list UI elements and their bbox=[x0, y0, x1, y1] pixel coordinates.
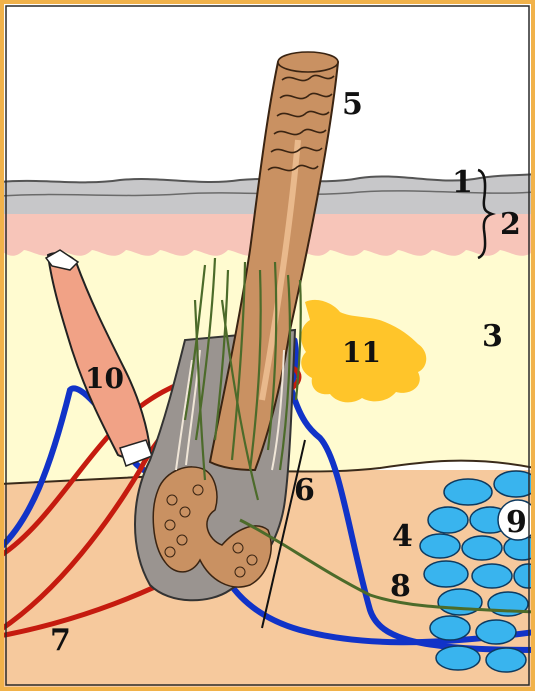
label-6: 6 bbox=[294, 473, 315, 508]
label-5: 5 bbox=[342, 87, 363, 122]
label-10: 10 bbox=[85, 362, 124, 395]
fat-cell bbox=[462, 536, 502, 560]
hair-tip-cross-section bbox=[278, 52, 338, 72]
label-11: 11 bbox=[342, 336, 381, 369]
fat-cell bbox=[438, 589, 482, 615]
fat-cell bbox=[424, 561, 468, 587]
label-9: 9 bbox=[506, 505, 527, 540]
fat-cell bbox=[420, 534, 460, 558]
fat-cell bbox=[486, 648, 526, 672]
label-4: 4 bbox=[392, 519, 413, 554]
fat-cell bbox=[428, 507, 468, 533]
fat-cell bbox=[436, 646, 480, 670]
fat-cell bbox=[430, 616, 470, 640]
label-7: 7 bbox=[50, 623, 71, 658]
label-2: 2 bbox=[500, 207, 521, 242]
label-8: 8 bbox=[390, 569, 411, 604]
label-3: 3 bbox=[482, 319, 503, 354]
fat-cell bbox=[444, 479, 492, 505]
fat-cell bbox=[476, 620, 516, 644]
label-1: 1 bbox=[452, 165, 473, 200]
fat-cell bbox=[472, 564, 512, 588]
